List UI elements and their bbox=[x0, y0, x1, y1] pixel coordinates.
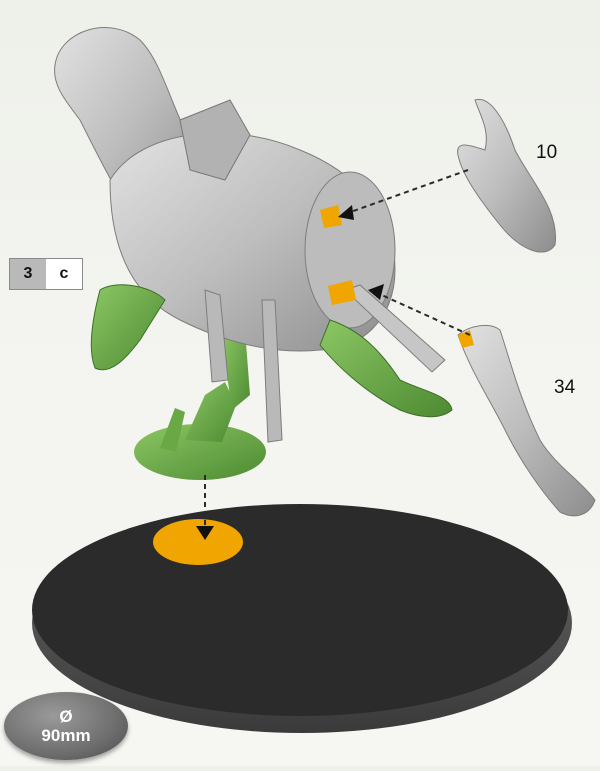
base-90mm bbox=[32, 504, 572, 733]
part-34-limb bbox=[458, 325, 595, 515]
part-label-34: 34 bbox=[554, 377, 575, 399]
base-top bbox=[32, 504, 568, 716]
beast-body bbox=[55, 28, 452, 442]
base-size-label: 90mm bbox=[41, 726, 90, 745]
green-back-leg bbox=[91, 285, 165, 370]
part-label-10: 10 bbox=[536, 142, 557, 164]
step-badge: 3 c bbox=[9, 258, 83, 290]
base-size-badge: Ø 90mm bbox=[4, 692, 128, 760]
limb-shape bbox=[458, 325, 595, 515]
goblin-base-part bbox=[134, 330, 266, 480]
step-letter: c bbox=[46, 259, 82, 289]
part-10-tail bbox=[458, 99, 556, 252]
glue-marker-base bbox=[153, 519, 243, 565]
diameter-symbol: Ø bbox=[59, 707, 72, 726]
step-number: 3 bbox=[10, 259, 46, 289]
tail-shape bbox=[458, 99, 556, 252]
